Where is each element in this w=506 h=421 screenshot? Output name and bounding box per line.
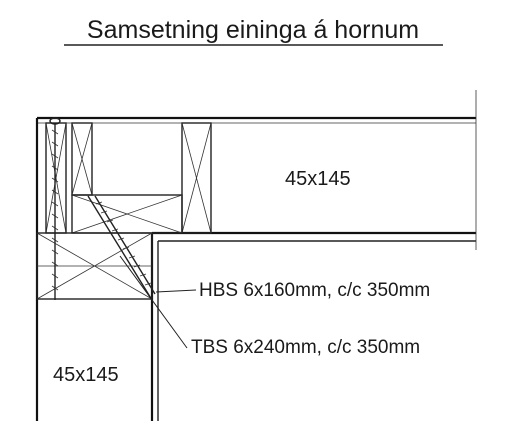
vertical-screw-thread [51, 129, 59, 291]
vertical-screw-head [49, 117, 61, 125]
horizontal-element [37, 90, 477, 250]
hbs-leader [155, 289, 197, 293]
vertical-element [35, 118, 159, 421]
stud-blocks [45, 122, 212, 234]
diagonal-screw-thread [95, 201, 152, 286]
drawing-title: Samsetning eininga á hornum [87, 16, 419, 44]
hbs-screw-label: HBS 6x160mm, c/c 350mm [199, 280, 430, 301]
horizontal-element-dimension: 45x145 [285, 168, 351, 190]
diagonal-screw [87, 195, 153, 301]
screws [49, 117, 156, 301]
tbs-leader [119, 255, 188, 349]
tbs-screw-label: TBS 6x240mm, c/c 350mm [191, 337, 420, 358]
vertical-element-dimension: 45x145 [53, 364, 119, 386]
beam-stud [181, 122, 212, 234]
